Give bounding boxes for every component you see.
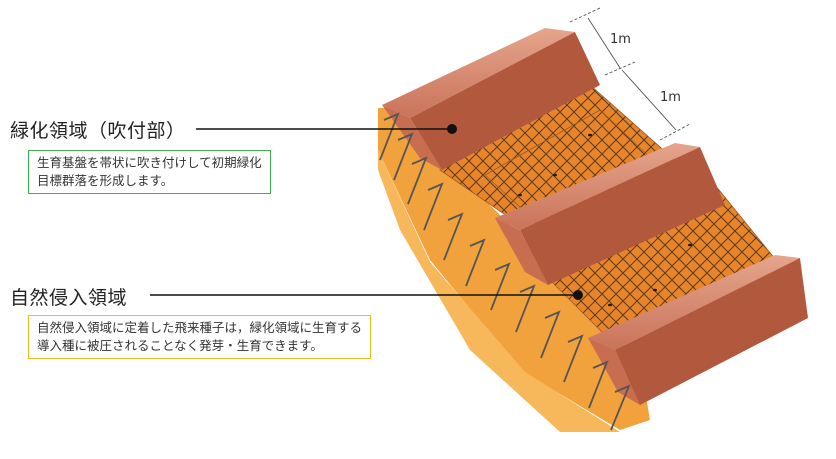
green-zone-description: 生育基盤を帯状に吹き付けして初期緑化 目標群落を形成します。 (28, 150, 271, 194)
spray-band-1 (382, 28, 600, 170)
invasion-zone-title: 自然侵入領域 (10, 287, 128, 309)
spray-band-3 (588, 255, 808, 405)
green-zone-marker (447, 124, 457, 134)
band-width-label: 1m (610, 32, 631, 47)
spray-band-2 (495, 143, 725, 285)
soil-edge (378, 108, 620, 432)
dimension-lines (569, 7, 691, 141)
gap-width-label: 1m (660, 90, 681, 105)
anchor-pins (379, 112, 631, 431)
green-zone-title: 緑化領域（吹付部） (10, 120, 186, 142)
soil-slope (378, 108, 650, 430)
invasion-zone-description: 自然侵入領域に定着した飛来種子は，緑化領域に生育する 導入種に被圧されることなく… (28, 315, 372, 359)
invasion-zone-marker (573, 290, 583, 300)
